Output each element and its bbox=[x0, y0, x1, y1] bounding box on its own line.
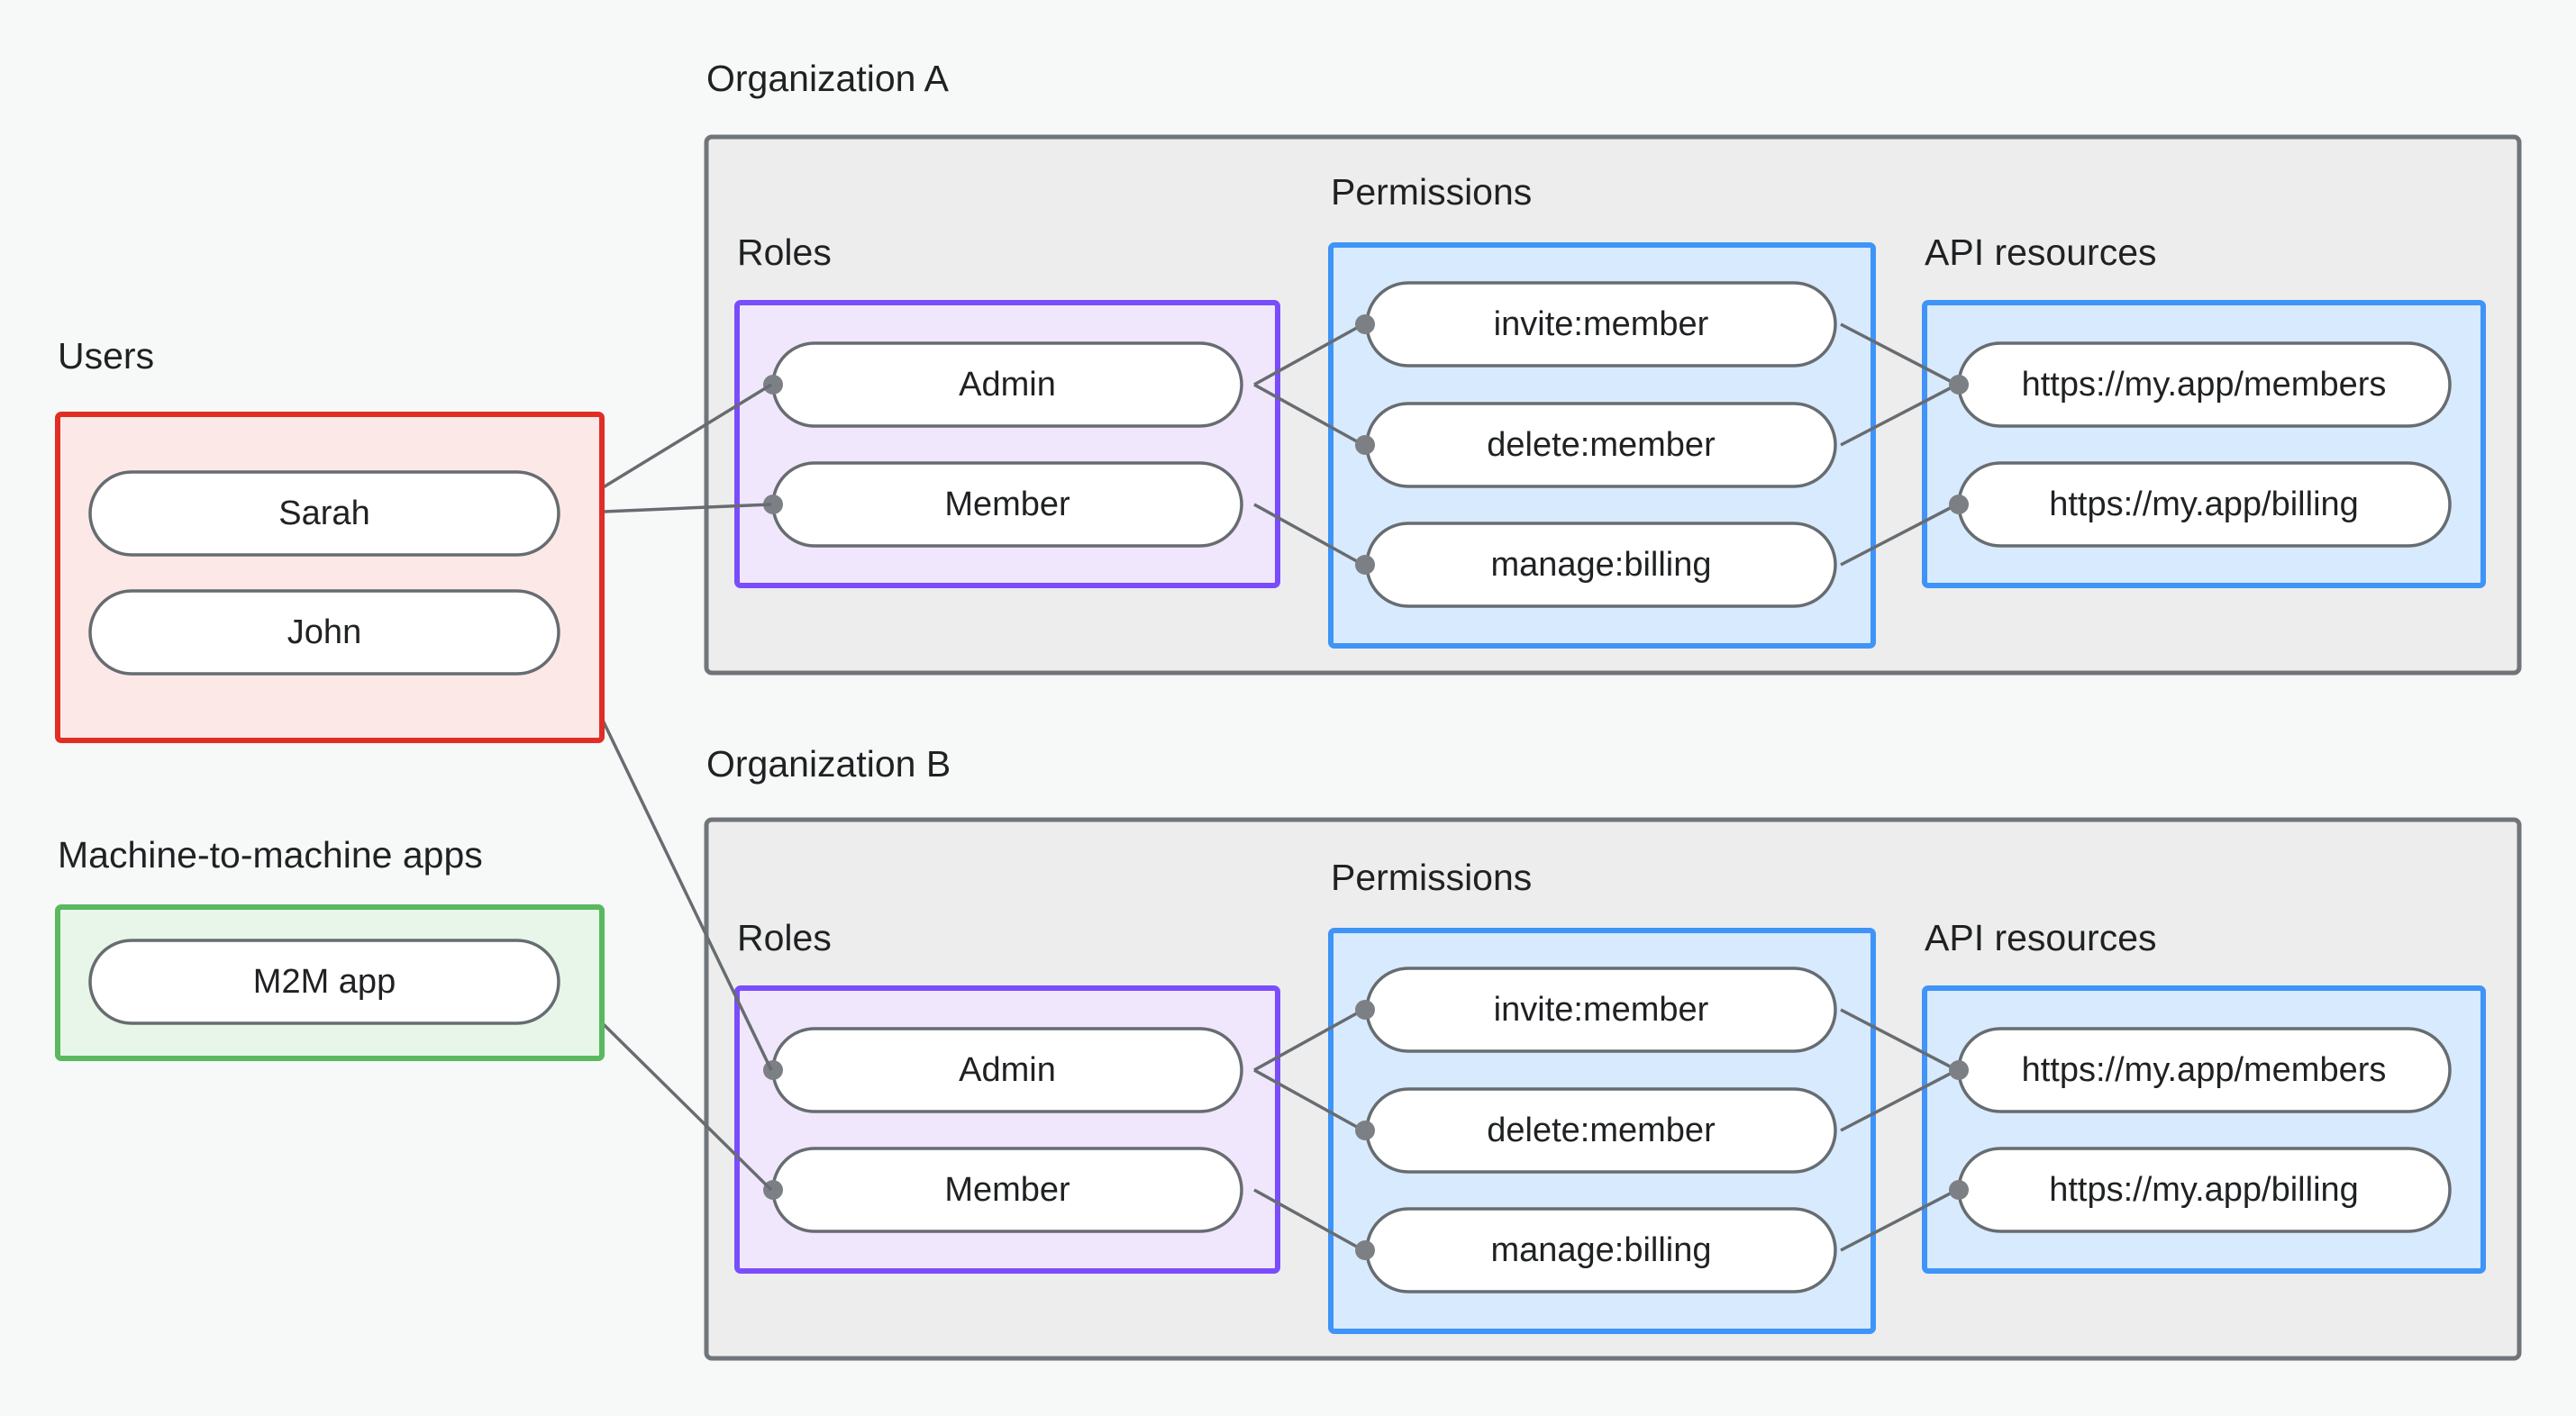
edge-org-a-member-billing bbox=[1253, 503, 1364, 567]
m2m-app[interactable]: M2M app bbox=[88, 939, 560, 1025]
user-sarah-label: Sarah bbox=[278, 495, 369, 532]
m2m-group-label: Machine-to-machine apps bbox=[58, 834, 483, 876]
org-a-api-billing[interactable]: https://my.app/billing bbox=[1957, 461, 2452, 548]
org-a-permission-invite-member[interactable]: invite:member bbox=[1365, 281, 1837, 368]
org-a-permission-manage-billing-label: manage:billing bbox=[1490, 546, 1711, 584]
user-john-label: John bbox=[287, 613, 361, 651]
edge-org-b-member-billing bbox=[1253, 1188, 1364, 1252]
edge-org-b-invite-members bbox=[1840, 1008, 1958, 1072]
org-b-permission-delete-member[interactable]: delete:member bbox=[1365, 1087, 1837, 1174]
org-b-roles-label: Roles bbox=[737, 917, 832, 958]
org-b-api-billing[interactable]: https://my.app/billing bbox=[1957, 1147, 2452, 1233]
org-a-role-member[interactable]: Member bbox=[771, 461, 1243, 548]
organization-a-title: Organization A bbox=[706, 58, 950, 99]
org-b-api-members-label: https://my.app/members bbox=[2022, 1051, 2387, 1089]
edge-org-b-delete-members bbox=[1840, 1068, 1958, 1132]
edge-org-b-admin-delete bbox=[1253, 1068, 1364, 1132]
edge-org-a-admin-invite bbox=[1253, 322, 1364, 386]
user-john[interactable]: John bbox=[88, 589, 560, 676]
org-a-api-billing-port bbox=[1949, 495, 1969, 514]
org-a-api-resources-label: API resources bbox=[1925, 231, 2157, 273]
organization-b-title: Organization B bbox=[706, 743, 951, 785]
org-a-perm-delete-port bbox=[1355, 435, 1375, 455]
org-b-role-admin-port bbox=[763, 1060, 783, 1080]
org-b-role-member-label: Member bbox=[944, 1171, 1070, 1209]
users-group-label: Users bbox=[58, 335, 154, 377]
org-b-api-members[interactable]: https://my.app/members bbox=[1957, 1027, 2452, 1113]
edge-org-a-admin-delete bbox=[1253, 383, 1364, 447]
org-a-role-member-label: Member bbox=[944, 486, 1070, 523]
org-a-permissions-label: Permissions bbox=[1331, 171, 1532, 213]
org-a-permission-invite-member-label: invite:member bbox=[1494, 305, 1709, 343]
org-b-perm-invite-port bbox=[1355, 1000, 1375, 1020]
org-a-role-admin[interactable]: Admin bbox=[771, 341, 1243, 428]
org-b-permissions-label: Permissions bbox=[1331, 857, 1532, 898]
m2m-app-label: M2M app bbox=[253, 963, 396, 1001]
org-a-api-members[interactable]: https://my.app/members bbox=[1957, 341, 2452, 428]
org-b-api-billing-label: https://my.app/billing bbox=[2049, 1171, 2359, 1209]
org-a-role-admin-port bbox=[763, 375, 783, 395]
org-a-permission-delete-member[interactable]: delete:member bbox=[1365, 402, 1837, 488]
org-b-perm-billing-port bbox=[1355, 1240, 1375, 1260]
org-a-roles-label: Roles bbox=[737, 231, 832, 273]
org-b-permission-invite-member-label: invite:member bbox=[1494, 991, 1709, 1029]
org-b-permission-manage-billing[interactable]: manage:billing bbox=[1365, 1207, 1837, 1293]
edge-org-a-delete-members bbox=[1840, 383, 1958, 447]
org-a-api-members-port bbox=[1949, 375, 1969, 395]
users-box bbox=[55, 412, 605, 743]
org-b-permission-delete-member-label: delete:member bbox=[1487, 1112, 1716, 1149]
org-a-role-admin-label: Admin bbox=[959, 366, 1056, 404]
org-b-role-admin[interactable]: Admin bbox=[771, 1027, 1243, 1113]
org-a-perm-billing-port bbox=[1355, 555, 1375, 575]
edge-org-a-billing-billing bbox=[1840, 503, 1958, 567]
edge-org-a-invite-members bbox=[1840, 322, 1958, 386]
org-b-permission-invite-member[interactable]: invite:member bbox=[1365, 967, 1837, 1053]
org-a-perm-invite-port bbox=[1355, 314, 1375, 334]
org-b-api-members-port bbox=[1949, 1060, 1969, 1080]
org-b-role-admin-label: Admin bbox=[959, 1051, 1056, 1089]
org-a-permission-manage-billing[interactable]: manage:billing bbox=[1365, 522, 1837, 608]
org-b-perm-delete-port bbox=[1355, 1121, 1375, 1140]
org-b-api-resources-label: API resources bbox=[1925, 917, 2157, 958]
user-sarah[interactable]: Sarah bbox=[88, 470, 560, 557]
org-a-permission-delete-member-label: delete:member bbox=[1487, 426, 1716, 464]
org-a-role-member-port bbox=[763, 495, 783, 514]
org-b-role-member[interactable]: Member bbox=[771, 1147, 1243, 1233]
org-b-permission-manage-billing-label: manage:billing bbox=[1490, 1231, 1711, 1269]
edge-org-b-billing-billing bbox=[1840, 1188, 1958, 1252]
org-a-api-billing-label: https://my.app/billing bbox=[2049, 486, 2359, 523]
edge-org-b-admin-invite bbox=[1253, 1008, 1364, 1072]
org-b-api-billing-port bbox=[1949, 1180, 1969, 1200]
org-a-api-members-label: https://my.app/members bbox=[2022, 366, 2387, 404]
